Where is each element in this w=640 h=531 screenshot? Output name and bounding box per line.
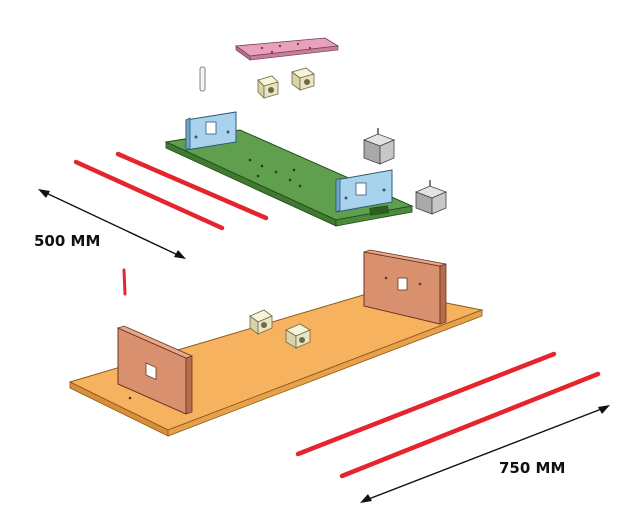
lower-bearing-block-right xyxy=(285,323,311,349)
upper-bearing-block-left xyxy=(257,75,279,99)
upper-rod-back xyxy=(73,159,225,231)
width-dimension-label: 500 MM xyxy=(34,232,100,250)
upper-rod-front xyxy=(115,151,269,221)
double-arrow-icon xyxy=(360,405,610,503)
length-dimension-label: 750 MM xyxy=(499,459,565,477)
carriage-bracket-left xyxy=(185,111,237,151)
end-wall-left xyxy=(116,325,194,415)
lower-rod-back xyxy=(339,371,601,479)
small-pin xyxy=(199,66,206,92)
stepper-motor-lower xyxy=(414,180,448,215)
cap-plate xyxy=(234,37,340,61)
lower-bearing-block-left xyxy=(249,309,273,335)
upper-bearing-block-right xyxy=(291,67,315,91)
double-arrow-icon xyxy=(38,189,186,259)
stepper-motor-upper xyxy=(362,128,396,165)
length-dimension: 750 MM xyxy=(360,405,610,503)
short-rod xyxy=(122,268,127,296)
carriage-bracket-right xyxy=(335,169,393,213)
end-wall-right xyxy=(363,249,447,325)
lower-rod-front xyxy=(295,351,557,457)
lower-rods xyxy=(295,351,601,479)
width-dimension: 500 MM xyxy=(34,189,186,259)
upper-rods xyxy=(73,151,269,231)
